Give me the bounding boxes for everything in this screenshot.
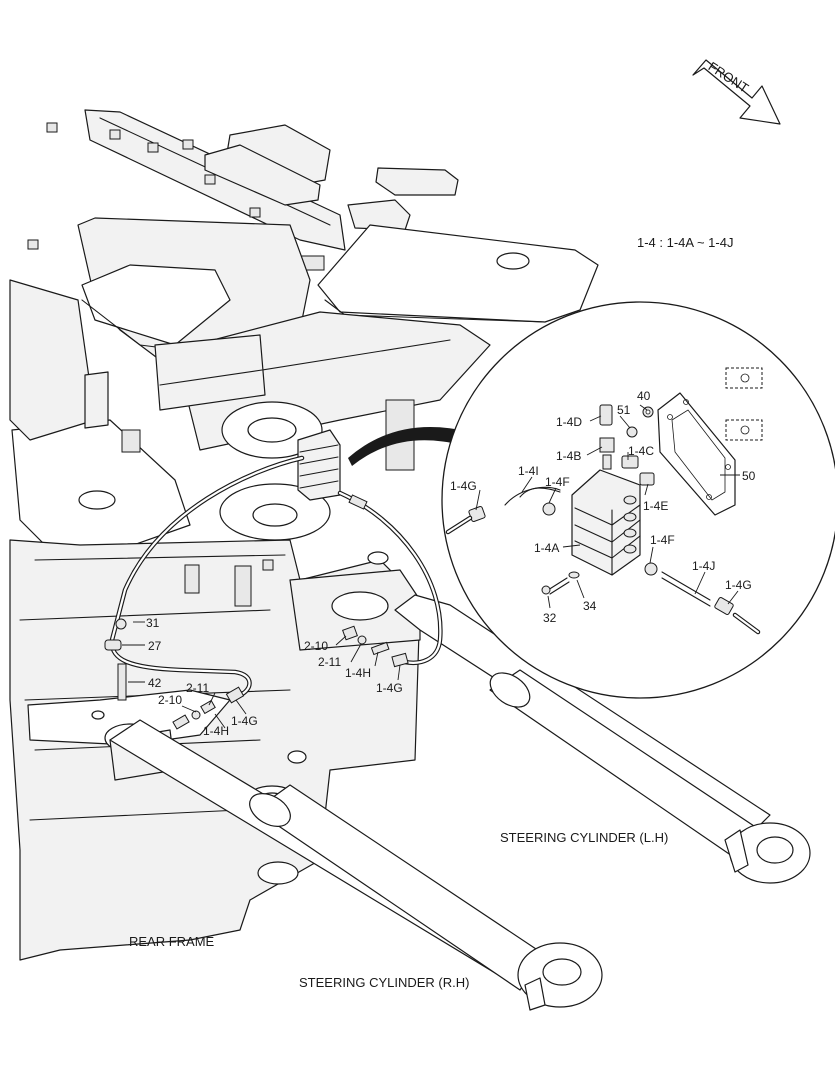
callout-1-4g-detail-left: 1-4G: [450, 479, 477, 493]
callout-1-4d: 1-4D: [556, 415, 582, 429]
distribution-valve-on-frame: [297, 429, 341, 501]
callout-1-4g-right: 1-4G: [376, 681, 403, 695]
callout-1-4c: 1-4C: [628, 444, 654, 458]
detail-pointer: [348, 427, 470, 466]
callout-2-10-right: 2-10: [304, 639, 328, 653]
callouts-main: 31 27 42 2-10 2-11 1-4H 1-4G 2-10 2-11 1…: [146, 616, 403, 738]
callout-1-4j: 1-4J: [692, 559, 715, 573]
lubrication-hoses: [104, 455, 443, 730]
callout-27: 27: [148, 639, 162, 653]
callout-1-4e: 1-4E: [643, 499, 668, 513]
leader-lines: [122, 404, 740, 729]
callout-1-4h-right: 1-4H: [345, 666, 371, 680]
steering-cylinder-rh-label: STEERING CYLINDER (R.H): [299, 975, 469, 990]
callout-1-4b: 1-4B: [556, 449, 581, 463]
callout-31: 31: [146, 616, 160, 630]
callouts-detail: 40 1-4D 51 1-4B 1-4C 1-4I 1-4G 1-4F 1-4E…: [450, 389, 756, 625]
callout-1-4g-left: 1-4G: [231, 714, 258, 728]
callout-42: 42: [148, 676, 162, 690]
steering-cylinder-lh-label: STEERING CYLINDER (L.H): [500, 830, 668, 845]
rear-frame-label: REAR FRAME: [129, 934, 215, 949]
callout-51: 51: [617, 403, 631, 417]
detail-view: [441, 301, 835, 699]
callout-2-10-left: 2-10: [158, 693, 182, 707]
callout-1-4g-detail-right: 1-4G: [725, 578, 752, 592]
callout-1-4a: 1-4A: [534, 541, 559, 555]
callout-32: 32: [543, 611, 557, 625]
range-note: 1-4 : 1-4A ~ 1-4J: [637, 235, 733, 250]
callout-1-4h-left: 1-4H: [203, 724, 229, 738]
callout-50: 50: [742, 469, 756, 483]
front-arrow-label: FRONT: [706, 59, 752, 96]
front-direction-arrow: FRONT: [692, 59, 781, 125]
callout-2-11-left: 2-11: [186, 681, 209, 695]
steering-cylinder-lh: [394, 594, 811, 884]
callout-1-4f-detail-right: 1-4F: [650, 533, 675, 547]
callout-1-4i: 1-4I: [518, 464, 539, 478]
callout-34: 34: [583, 599, 597, 613]
callout-2-11-right: 2-11: [318, 655, 341, 669]
callout-1-4f-detail-left: 1-4F: [545, 475, 570, 489]
steering-cylinder-rh: [109, 719, 603, 1011]
callout-40: 40: [637, 389, 651, 403]
